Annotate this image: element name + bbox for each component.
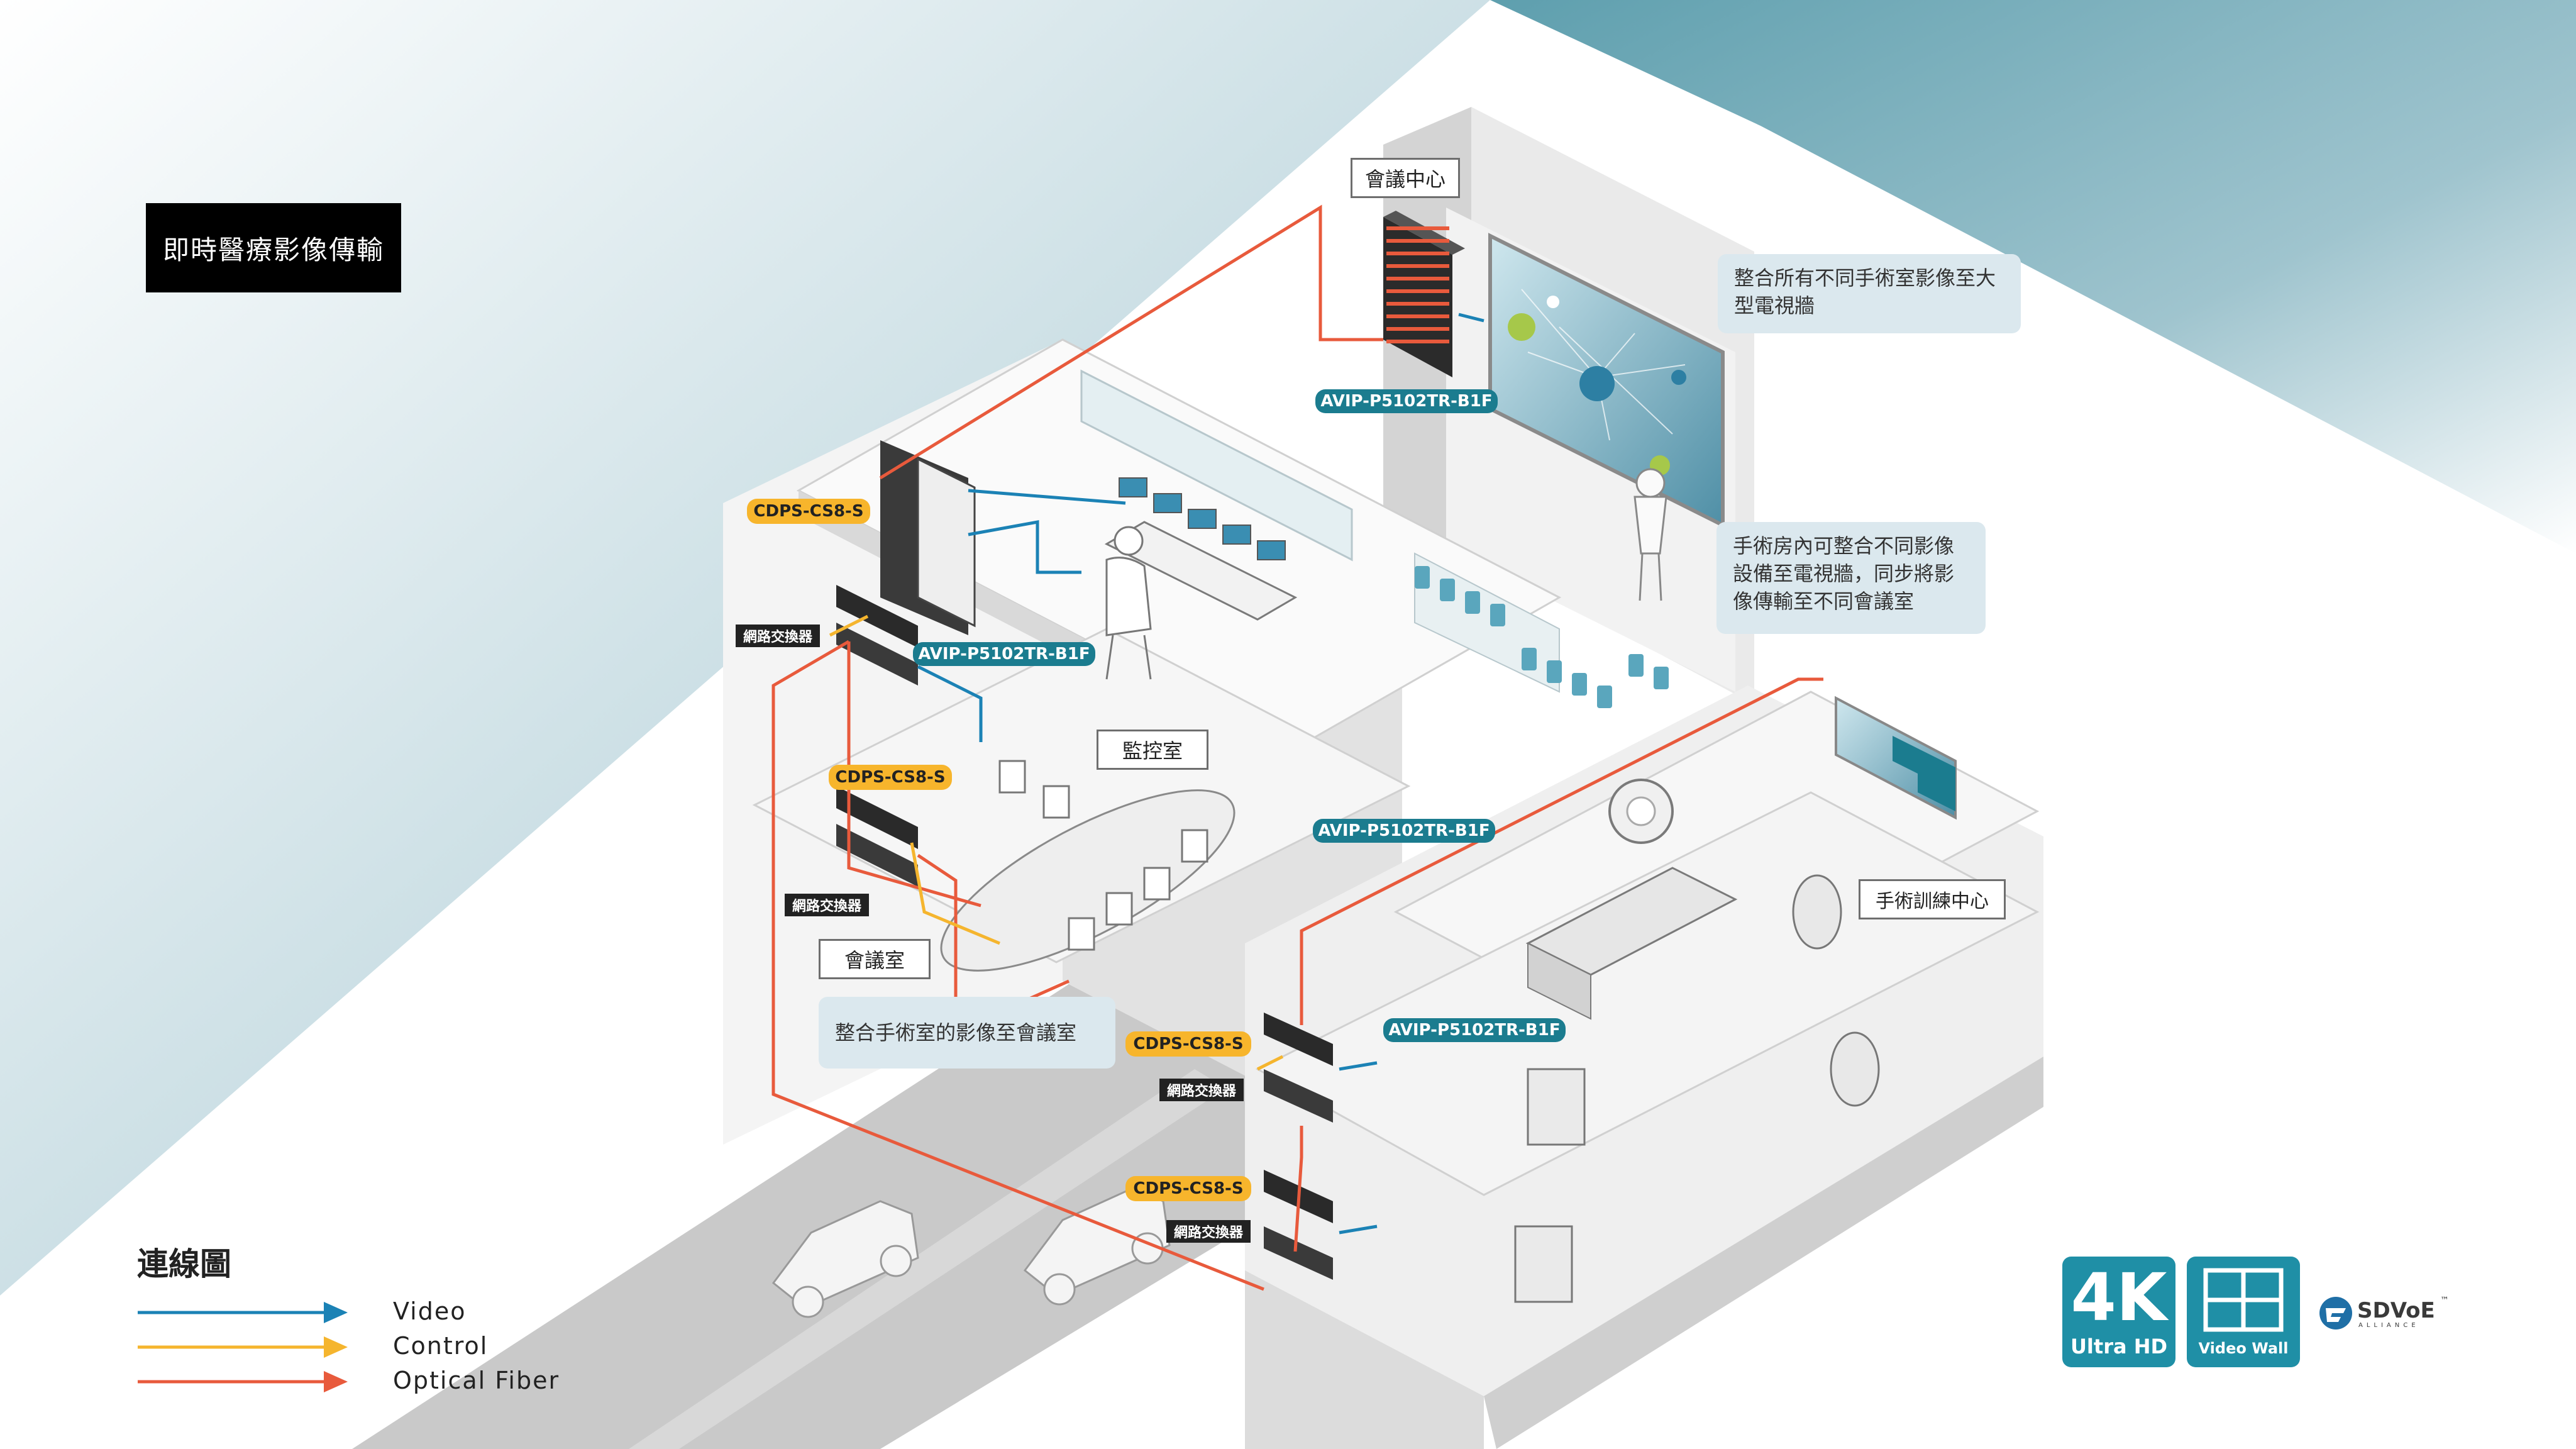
room-label-monitor-room: 監控室	[1097, 730, 1208, 770]
room-label-surgery-training-center: 手術訓練中心	[1859, 879, 2006, 919]
badge-4k-ultra-hd: 4K Ultra HD	[2062, 1257, 2175, 1367]
rack-cdps-3	[1264, 1013, 1333, 1123]
device-tag-avip-3: AVIP-P5102TR-B1F	[1313, 819, 1495, 843]
device-tag-avip-4: AVIP-P5102TR-B1F	[1383, 1018, 1566, 1042]
legend-arrow-video	[324, 1302, 348, 1323]
network-switch-tag-4: 網路交換器	[1166, 1220, 1251, 1243]
legend-label-control: Control	[393, 1332, 489, 1360]
server-rack-meeting-center	[1383, 211, 1465, 377]
badge-4k-text: 4K	[2070, 1259, 2167, 1336]
sdvoe-alliance-text: ALLIANCE	[2358, 1322, 2419, 1329]
page-title: 即時醫療影像傳輸	[146, 203, 401, 292]
legend-label-optical-fiber: Optical Fiber	[393, 1367, 560, 1394]
fiber-line-top	[879, 204, 1383, 480]
callout-operating-room: 手術房內可整合不同影像設備至電視牆，同步將影像傳輸至不同會議室	[1716, 522, 1986, 634]
network-switch-tag-2: 網路交換器	[785, 894, 869, 916]
callout-conference: 整合手術室的影像至會議室	[819, 997, 1115, 1069]
device-tag-avip-2: AVIP-P5102TR-B1F	[913, 642, 1095, 666]
badge-video-wall-text: Video Wall	[2198, 1340, 2289, 1357]
badge-ultra-hd-text: Ultra HD	[2070, 1335, 2168, 1358]
legend-label-video: Video	[393, 1297, 467, 1325]
device-tag-avip-1: AVIP-P5102TR-B1F	[1315, 389, 1498, 413]
video-line-top	[1458, 313, 1484, 323]
conference-table	[940, 789, 1235, 972]
network-switch-tag-3: 網路交換器	[1159, 1079, 1244, 1101]
device-tag-cdps-1: CDPS-CS8-S	[747, 499, 870, 524]
sdvoe-tm: ™	[2440, 1296, 2449, 1306]
legend-arrow-control	[324, 1336, 348, 1358]
video-wall-icon	[2203, 1268, 2284, 1332]
rack-cdps-2	[836, 786, 918, 887]
background-right-teal	[1490, 0, 2576, 553]
legend-arrows	[138, 1302, 348, 1392]
device-tag-cdps-2: CDPS-CS8-S	[829, 765, 952, 790]
device-tag-cdps-3: CDPS-CS8-S	[1125, 1031, 1251, 1057]
legend-arrow-fiber	[324, 1371, 348, 1392]
device-tag-cdps-4: CDPS-CS8-S	[1125, 1176, 1251, 1201]
control-line-1	[829, 614, 869, 637]
road	[352, 943, 1446, 1449]
sdvoe-emblem-icon	[2319, 1297, 2352, 1330]
room-label-meeting-center: 會議中心	[1351, 158, 1460, 198]
server-rack-monitor-room	[880, 440, 976, 635]
sdvoe-logo: SDVoE ™ ALLIANCE	[2317, 1294, 2468, 1332]
legend-title: 連線圖	[137, 1246, 231, 1282]
badge-video-wall: Video Wall	[2187, 1257, 2300, 1367]
rack-cdps-1	[836, 585, 918, 686]
sdvoe-text: SDVoE	[2357, 1298, 2435, 1323]
room-label-conference-room: 會議室	[819, 939, 931, 979]
network-switch-tag-1: 網路交換器	[736, 625, 820, 647]
callout-video-wall: 整合所有不同手術室影像至大型電視牆	[1718, 254, 2021, 333]
car-1	[771, 1200, 919, 1318]
